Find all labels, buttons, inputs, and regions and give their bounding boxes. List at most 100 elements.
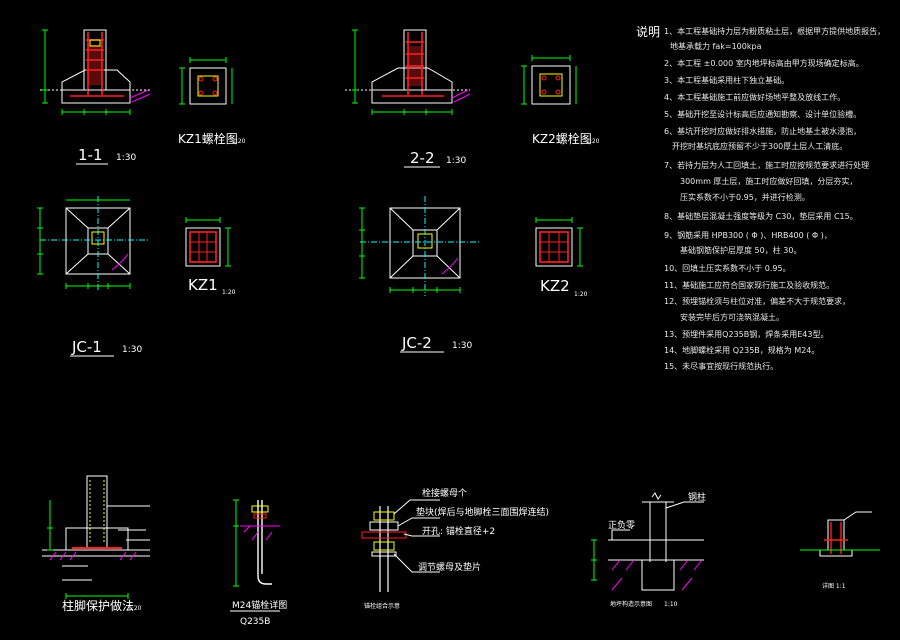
slab-detail-callout-zero: 正负零 (608, 519, 635, 531)
bolt-assembly-callout-4: 调节螺母及垫片 (418, 561, 481, 573)
slab-detail-dims (591, 539, 597, 581)
kz1-bolt-scale: 1:20 (232, 138, 246, 145)
note-line: 14、地脚螺栓采用 Q235B，规格为 M24。 (664, 345, 819, 355)
m24-bolt-dims (233, 499, 239, 587)
m24-bolt-view (233, 499, 280, 587)
column-base-ground (42, 549, 150, 557)
slab-detail-callout-column: 钢柱 (688, 491, 706, 503)
m24-bolt-title: M24锚栓详图 (232, 599, 287, 611)
kz2-bolt-hole (541, 75, 547, 81)
note-line: 10、回填土压实系数不小于 0.95。 (664, 263, 791, 273)
column-base-dims (47, 500, 129, 599)
slab-detail-column (642, 501, 674, 562)
section-1-1-bolt-plate (89, 39, 101, 47)
jc1-axis-lines (40, 196, 150, 290)
kz1-section-view (185, 217, 231, 267)
bolt-assembly-leaders (393, 499, 440, 573)
kz1-bolt-plate (189, 67, 227, 105)
kz2-section-outline (535, 227, 573, 267)
kz2-bolt-hole (541, 89, 547, 95)
bolt-assembly-title: 锚栓组合示意 (364, 602, 400, 610)
bolt-assembly-callout-3: 开孔: 锚栓直径+2 (422, 525, 495, 537)
column-base-leaders (62, 505, 150, 581)
section-1-1-pedestal (83, 29, 107, 91)
note-line: 8、基础垫层混凝土强度等级为 C30，垫层采用 C15。 (664, 211, 858, 221)
bolt-assembly-callout-2: 垫块(焊后与地脚栓三面围焊连结) (416, 506, 549, 518)
note-line: 7、若持力层为人工回填土，施工时应按规范要求进行处理 (664, 160, 869, 170)
kz2-bolt-plate (531, 65, 571, 105)
jc1-plan-view (37, 196, 150, 290)
jc2-hatch (441, 257, 459, 275)
kz1-section-dims (185, 217, 231, 267)
column-base-soil-hatch (49, 551, 137, 561)
bolt-assembly-top-nut (373, 511, 395, 521)
slab-detail-hatch (611, 559, 703, 591)
kz1-bolt-hole (212, 90, 218, 96)
jc1-title: JC-1 (71, 338, 102, 356)
note-line: 压实系数不小于0.95，并进行检测。 (680, 192, 810, 202)
jc2-plan-view (359, 196, 480, 296)
kz1-scale: 1:20 (222, 289, 236, 296)
note-line: 300mm 厚土层，施工时应做好回填，分层夯实， (680, 176, 857, 186)
note-line: 基础钢筋保护层厚度 50，柱 30。 (680, 245, 801, 255)
small-detail-view (800, 511, 880, 557)
bolt-assembly-adjust-nut (373, 541, 395, 551)
kz1-bolt-hole (212, 76, 218, 82)
small-detail-rebar (824, 522, 848, 554)
note-line: 11、基础施工应符合国家现行施工及验收规范。 (664, 280, 834, 290)
section-2-2-column-stub (408, 46, 422, 86)
note-line: 15、未尽事宜按现行规范执行。 (664, 361, 778, 371)
section-2-2-scale: 1:30 (446, 156, 466, 166)
kz2-bolt-hole (555, 89, 561, 95)
kz2-bolt-view (521, 55, 577, 105)
note-line: 开挖时基坑底应预留不少于300厚土层人工清底。 (672, 141, 847, 151)
note-line: 5、基础开挖至设计标高后应通知勘察、设计单位验槽。 (664, 109, 861, 119)
bolt-assembly-adjust-washer (371, 551, 397, 557)
section-2-2-footing-slope (371, 67, 453, 90)
jc1-dims (37, 199, 131, 289)
kz2-section-dims (535, 217, 583, 267)
note-line: 3、本工程基础采用柱下独立基础。 (664, 75, 789, 85)
note-line: 6、基坑开挖时应做好排水措施，防止地基土被水浸泡， (664, 126, 861, 136)
bolt-assembly-callout-1: 栓接螺母个 (422, 487, 467, 499)
kz1-bolt-hole (198, 90, 204, 96)
section-2-2-hatch (451, 89, 471, 103)
column-base-steel-hatch (89, 480, 105, 544)
slab-detail-title: 地坪构造示意图 (610, 600, 652, 608)
jc1-hatch (111, 253, 129, 271)
kz1-bolt-title: KZ1螺栓图 (178, 131, 238, 146)
kz1-section-ties (190, 232, 216, 262)
note-line: 13、预埋件采用Q235B钢，焊条采用E43型。 (664, 329, 828, 339)
section-2-2-title: 2-2 (410, 149, 435, 167)
jc2-axis-lines (360, 196, 480, 296)
kz2-section-ties (540, 232, 568, 262)
note-line: 12、预埋锚栓须与柱位对准，偏差不大于规范要求， (664, 296, 850, 306)
jc2-slope-lines (389, 207, 461, 279)
kz1-bolt-column (197, 75, 219, 97)
slab-detail-base-block (641, 559, 675, 591)
kz2-section-stirrup (539, 231, 569, 263)
kz2-bolt-column (539, 73, 563, 97)
m24-bolt-concrete-hatch (240, 525, 280, 541)
small-detail-leader (843, 511, 872, 521)
kz1-bolt-dims (179, 57, 233, 105)
jc1-slope-lines (65, 207, 131, 275)
section-1-1-hatch (129, 89, 151, 103)
kz2-bolt-dims (521, 55, 577, 105)
kz1-title: KZ1 (188, 276, 218, 294)
kz2-section-view (535, 217, 583, 267)
notes-list: 1、本工程基础持力层为粉质粘土层，根据甲方提供地质报告， 地基承载力 fak=1… (664, 26, 885, 371)
kz1-bolt-hole (198, 76, 204, 82)
section-1-1-title: 1-1 (78, 146, 103, 164)
slab-detail-view (591, 492, 704, 591)
kz2-bolt-scale: 1:20 (586, 138, 600, 145)
m24-bolt-shank (257, 500, 272, 585)
column-base-view (42, 475, 150, 599)
note-line: 1、本工程基础持力层为粉质粘土层，根据甲方提供地质报告， (664, 26, 885, 36)
m24-bolt-sub: Q235B (240, 617, 270, 627)
note-line: 安装完毕后方可浇筑混凝土。 (680, 312, 784, 322)
kz2-scale: 1:20 (574, 291, 588, 298)
note-line: 地基承载力 fak=100kpa (670, 41, 762, 51)
